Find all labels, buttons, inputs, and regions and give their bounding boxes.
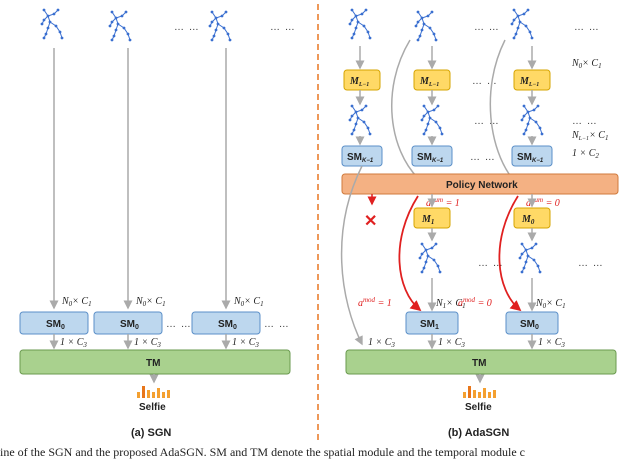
tm-box: TM xyxy=(345,349,617,375)
sm-box: SM0 xyxy=(191,311,261,335)
sm-box: SM0 xyxy=(505,311,559,335)
figure-caption: ine of the SGN and the proposed AdaSGN. … xyxy=(0,445,525,459)
sgn-panel: … … … … N0× C1 N0× C1 N0× C1 SM0 SM0 … …… xyxy=(19,8,296,439)
ellipsis: … … xyxy=(472,76,498,87)
dim-label: N0× C1 xyxy=(233,296,264,308)
dim-label: N0× C1 xyxy=(571,58,602,70)
ellipsis: … … xyxy=(478,258,504,269)
svg-text:ML−1: ML−1 xyxy=(519,76,539,88)
skeleton-icon xyxy=(348,104,372,136)
selfie-label: Selfie xyxy=(465,402,492,413)
m-module-box: ML−1 xyxy=(513,69,551,91)
ellipsis: … … xyxy=(270,22,296,33)
dim-label: N1× C1 xyxy=(435,298,466,310)
skeleton-icon xyxy=(518,242,542,274)
skeleton-icon xyxy=(40,8,64,40)
skeleton-icon xyxy=(520,104,544,136)
sm-box: SM0 xyxy=(93,311,163,335)
sm-box: SMK−1 xyxy=(511,145,553,167)
sm-box: SMK−1 xyxy=(341,145,383,167)
action-label: amod = 0 xyxy=(458,296,492,309)
svg-text:SMK−1: SMK−1 xyxy=(517,152,544,164)
m-module-box: M1 xyxy=(413,207,451,229)
skeleton-icon xyxy=(414,10,438,42)
svg-text:TM: TM xyxy=(472,358,486,369)
svg-text:M0: M0 xyxy=(521,214,535,226)
svg-text:M1: M1 xyxy=(421,214,434,226)
bar-chart-icon xyxy=(137,386,170,398)
ellipsis: … … xyxy=(166,319,192,330)
skeleton-icon xyxy=(108,10,132,42)
dim-label: 1 × C3 xyxy=(232,337,259,349)
ellipsis: … … xyxy=(470,152,496,163)
svg-text:SMK−1: SMK−1 xyxy=(417,152,444,164)
svg-text:SM0: SM0 xyxy=(120,319,139,331)
svg-text:SMK−1: SMK−1 xyxy=(347,152,374,164)
dim-label: N0× C1 xyxy=(535,298,566,310)
sm-box: SMK−1 xyxy=(411,145,453,167)
dim-label: 1 × C3 xyxy=(438,337,465,349)
m-module-box: M0 xyxy=(513,207,551,229)
sm-box: SM0 xyxy=(19,311,89,335)
skeleton-icon xyxy=(208,10,232,42)
ellipsis: … … xyxy=(572,116,598,127)
tm-box: TM xyxy=(19,349,291,375)
svg-text:SM0: SM0 xyxy=(520,319,539,331)
svg-text:SM1: SM1 xyxy=(420,319,439,331)
dim-label: 1 × C3 xyxy=(134,337,161,349)
svg-text:SM0: SM0 xyxy=(218,319,237,331)
dim-label: N0× C1 xyxy=(135,296,166,308)
skeleton-icon xyxy=(348,8,372,40)
svg-text:SM0: SM0 xyxy=(46,319,65,331)
policy-network: Policy Network xyxy=(341,173,619,195)
svg-text:TM: TM xyxy=(146,358,160,369)
m-module-box: ML−1 xyxy=(413,69,451,91)
ellipsis: … … xyxy=(264,319,290,330)
adasgn-panel: … … … … N0× C1 ML−1 ML−1 … … ML−1 … … … … xyxy=(340,8,619,439)
action-label: amod = 1 xyxy=(358,296,392,309)
ellipsis: … … xyxy=(474,22,500,33)
action-label: anum = 0 xyxy=(526,196,560,209)
svg-text:ML−1: ML−1 xyxy=(419,76,439,88)
skeleton-icon xyxy=(510,8,534,40)
m-module-box: ML−1 xyxy=(343,69,381,91)
action-label: anum = 1 xyxy=(426,196,460,209)
skeleton-icon xyxy=(420,104,444,136)
dim-label: N0× C1 xyxy=(61,296,92,308)
dim-label: 1 × C3 xyxy=(60,337,87,349)
caption-sgn: (a) SGN xyxy=(131,427,171,439)
ellipsis: … … xyxy=(578,258,604,269)
cross-icon: ✕ xyxy=(364,213,377,230)
svg-text:ML−1: ML−1 xyxy=(349,76,369,88)
caption-adasgn: (b) AdaSGN xyxy=(448,427,509,439)
dim-label: NL−1× C1 xyxy=(571,130,608,142)
dim-label: 1 × C3 xyxy=(538,337,565,349)
ellipsis: … … xyxy=(174,22,200,33)
svg-text:Policy Network: Policy Network xyxy=(446,180,518,191)
dim-label: 1 × C3 xyxy=(368,337,395,349)
skeleton-icon xyxy=(418,242,442,274)
dim-label: 1 × C2 xyxy=(572,148,599,160)
sm-box: SM1 xyxy=(405,311,459,335)
ellipsis: … … xyxy=(574,22,600,33)
ellipsis: … … xyxy=(474,116,500,127)
bar-chart-icon xyxy=(463,386,496,398)
selfie-label: Selfie xyxy=(139,402,166,413)
